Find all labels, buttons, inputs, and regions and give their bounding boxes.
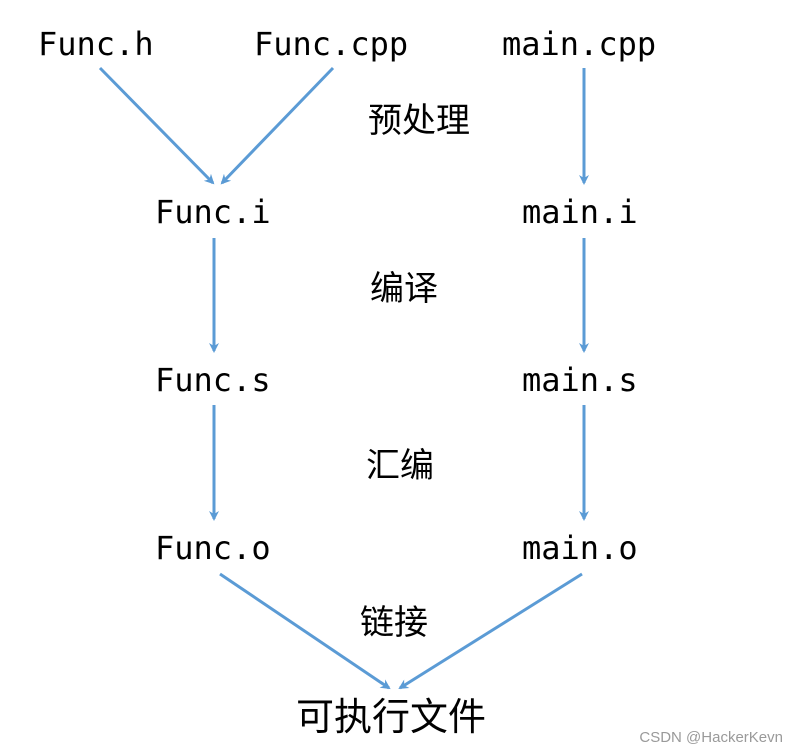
arrow-main-o-to-executable	[398, 572, 583, 690]
arrow-func-o-to-executable	[219, 572, 391, 690]
file-func-o: Func.o	[155, 529, 271, 567]
stage-link-label: 链接	[360, 603, 428, 643]
executable-file-label: 可执行文件	[296, 695, 487, 739]
file-main-s: main.s	[522, 361, 638, 399]
stage-preprocess-label: 预处理	[368, 101, 470, 141]
file-main-o: main.o	[522, 529, 638, 567]
file-func-s: Func.s	[155, 361, 271, 399]
source-main-cpp: main.cpp	[502, 25, 657, 63]
source-func-cpp: Func.cpp	[254, 25, 409, 63]
file-func-i: Func.i	[155, 193, 271, 231]
arrow-func-cpp-to-func-i	[220, 66, 335, 185]
source-func-h: Func.h	[38, 25, 154, 63]
file-main-i: main.i	[522, 193, 638, 231]
arrow-func-h-to-func-i	[98, 66, 215, 185]
watermark: CSDN @HackerKevn	[639, 729, 783, 746]
stage-compile-label: 编译	[370, 269, 438, 309]
stage-assemble-label: 汇编	[366, 446, 434, 486]
